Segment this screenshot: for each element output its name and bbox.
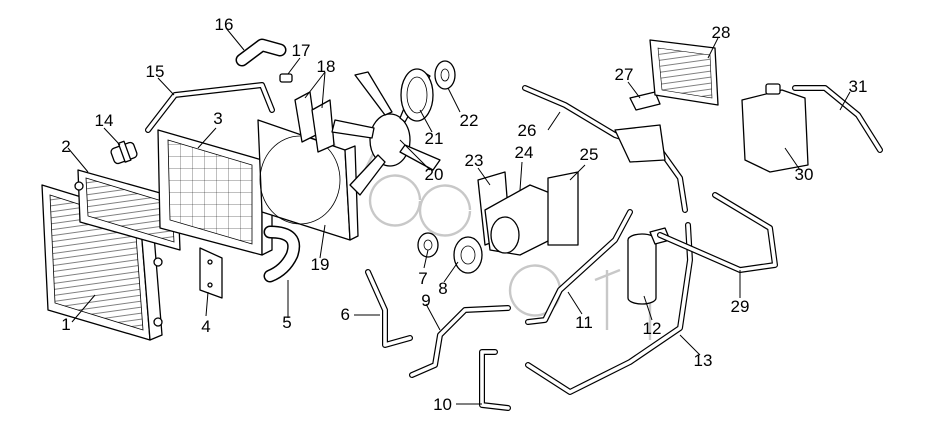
- label-29: 29: [731, 297, 750, 316]
- label-20: 20: [425, 165, 444, 184]
- part-25-bracket: [547, 171, 579, 246]
- part-4-bracket: [199, 247, 223, 299]
- label-23: 23: [465, 151, 484, 170]
- label-30: 30: [795, 165, 814, 184]
- part-13-pipe: [525, 222, 693, 395]
- label-12: 12: [643, 319, 662, 338]
- part-30-reservoir: [741, 83, 809, 173]
- part-26-pipe: [522, 85, 688, 213]
- part-3-radiator: [157, 129, 273, 256]
- part-16-hose: [235, 38, 287, 67]
- part-14-fitting: [110, 140, 138, 165]
- label-17: 17: [292, 41, 311, 60]
- label-6: 6: [341, 305, 350, 324]
- part-23-24-compressor: [477, 171, 561, 256]
- label-8: 8: [438, 279, 447, 298]
- label-18: 18: [317, 57, 336, 76]
- part-15-pipe: [145, 82, 275, 133]
- part-5-hose: [263, 225, 301, 283]
- label-25: 25: [580, 145, 599, 164]
- part-9-pipe: [409, 305, 511, 378]
- label-31: 31: [849, 77, 868, 96]
- label-2: 2: [61, 137, 70, 156]
- label-13: 13: [694, 351, 713, 370]
- label-9: 9: [421, 291, 430, 310]
- label-21: 21: [425, 129, 444, 148]
- label-7: 7: [418, 269, 427, 288]
- part-17-clip: [279, 73, 293, 83]
- label-22: 22: [460, 111, 479, 130]
- part-labels: 1 2 3 4 5 6 7 8 9 10 11 12 13 14 15 16 1…: [61, 15, 867, 414]
- label-27: 27: [615, 65, 634, 84]
- part-21-coupling: [400, 68, 434, 122]
- label-28: 28: [712, 23, 731, 42]
- label-3: 3: [213, 109, 222, 128]
- label-10: 10: [433, 395, 452, 414]
- part-10-pipe: [479, 349, 511, 411]
- label-11: 11: [575, 313, 593, 332]
- part-19-fan-shroud: [257, 119, 359, 241]
- label-5: 5: [282, 313, 291, 332]
- part-31-hose: [792, 85, 883, 153]
- leader-lines: [67, 27, 851, 405]
- label-4: 4: [201, 317, 210, 336]
- label-16: 16: [215, 15, 234, 34]
- part-2-oil-cooler: [74, 169, 181, 251]
- part-6-pipe: [365, 269, 413, 348]
- label-14: 14: [95, 111, 114, 130]
- part-22-pulley: [434, 60, 456, 90]
- part-28-evaporator: [649, 39, 719, 106]
- part-7-idler: [417, 232, 439, 258]
- label-15: 15: [146, 62, 165, 81]
- part-29-pipe: [657, 192, 778, 273]
- label-19: 19: [311, 255, 330, 274]
- part-18-brackets: [294, 91, 335, 153]
- part-27-valve: [629, 91, 661, 111]
- part-11-pipe: [525, 209, 633, 325]
- part-8-clutch-pulley: [453, 236, 483, 274]
- label-1: 1: [61, 315, 70, 334]
- label-26: 26: [518, 121, 537, 140]
- label-24: 24: [515, 143, 534, 162]
